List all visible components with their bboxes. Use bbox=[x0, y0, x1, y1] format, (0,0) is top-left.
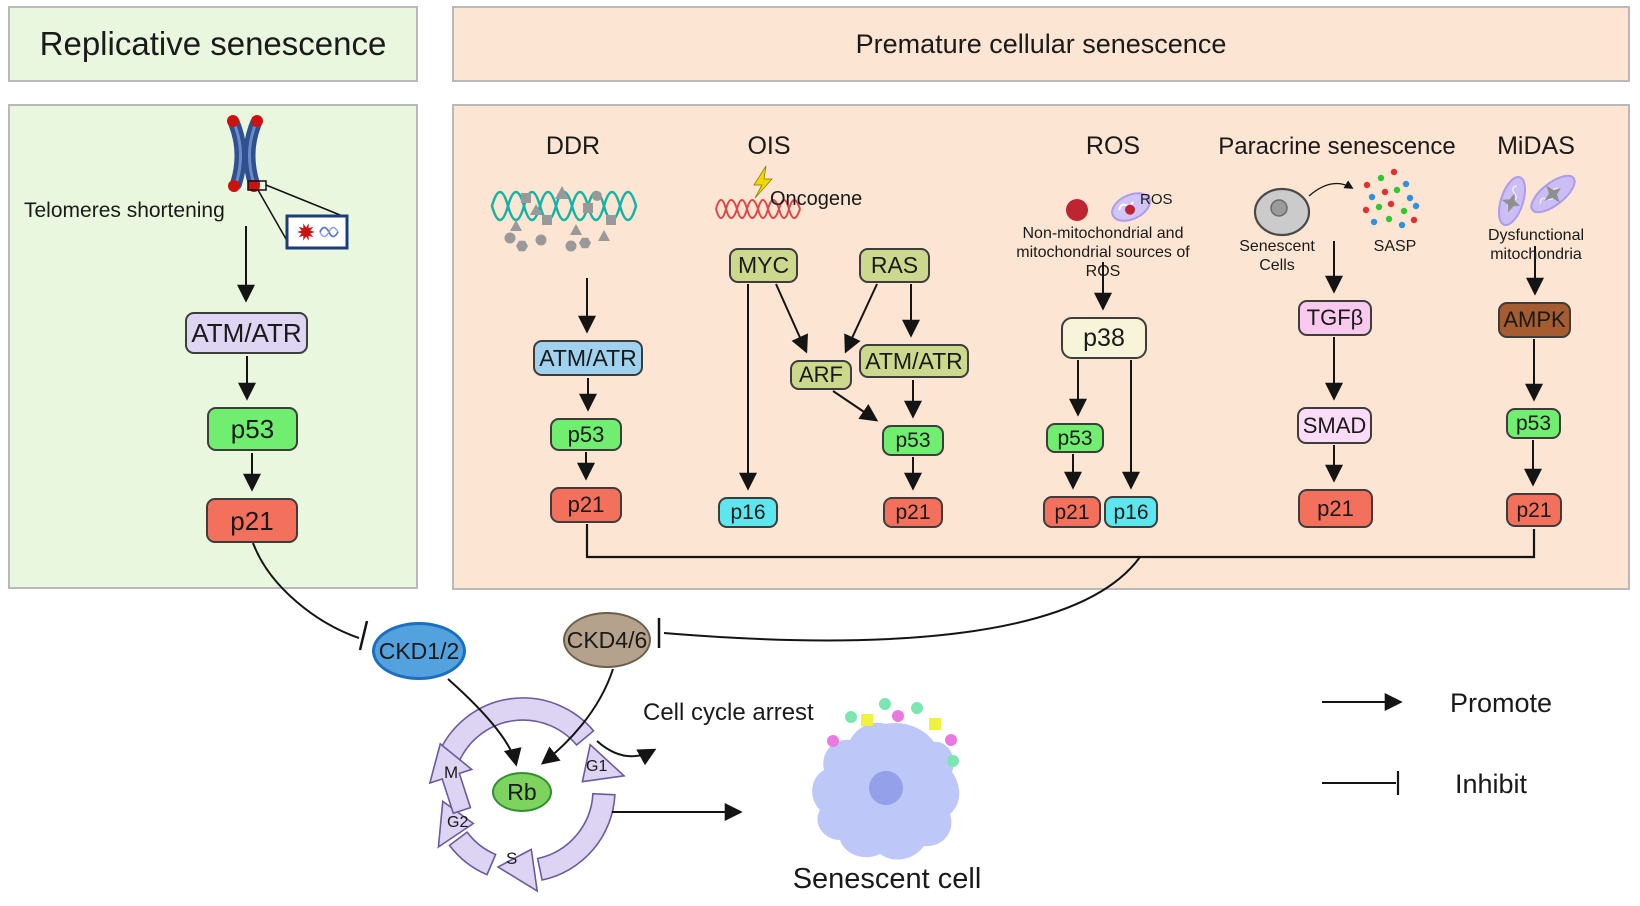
ois-p53-node: p53 bbox=[882, 425, 944, 456]
secreted-factor-dots bbox=[827, 698, 959, 767]
ampk-node: AMPK bbox=[1498, 302, 1571, 338]
phase-g1-label: G1 bbox=[586, 758, 608, 775]
senescent-cell-label: Senescent cell bbox=[792, 863, 982, 895]
senescent-cell-blob bbox=[812, 698, 960, 860]
ois-p16-node: p16 bbox=[718, 497, 778, 528]
smad-node: SMAD bbox=[1297, 407, 1372, 444]
ckd12-node: CKD1/2 bbox=[372, 622, 466, 680]
ois-p21-node: p21 bbox=[883, 497, 943, 528]
ros-p21-node: p21 bbox=[1043, 496, 1101, 528]
senescent-cells-label: Senescent Cells bbox=[1239, 238, 1315, 275]
legend-promote-label: Promote bbox=[1450, 688, 1553, 718]
rep-atm-atr-node: ATM/ATR bbox=[185, 312, 308, 354]
phase-s-label: S bbox=[506, 849, 518, 868]
midas-column-title: MiDAS bbox=[1497, 132, 1575, 160]
rb-node: Rb bbox=[492, 772, 552, 812]
oncogene-label: Oncogene bbox=[770, 188, 863, 210]
arrow-cycle-to-arrest bbox=[596, 740, 657, 766]
myc-node: MYC bbox=[729, 248, 798, 283]
phase-m-label: M bbox=[444, 763, 459, 782]
ddr-atm-atr-node: ATM/ATR bbox=[533, 340, 643, 376]
sasp-label: SASP bbox=[1373, 238, 1417, 255]
arrow-ckd12-to-rb bbox=[447, 678, 522, 767]
cycle-arc-bottom bbox=[448, 830, 497, 876]
dysfunctional-mitochondria-label: Dysfunctional mitochondria bbox=[1487, 227, 1585, 264]
cycle-s-arrowhead bbox=[496, 848, 539, 893]
p38-node: p38 bbox=[1061, 317, 1147, 359]
rep-p53-node: p53 bbox=[207, 407, 298, 451]
ros-small-label: ROS bbox=[1140, 191, 1173, 208]
cycle-arc-right bbox=[536, 792, 616, 881]
premature-title: Premature cellular senescence bbox=[855, 28, 1227, 59]
ros-p53-node: p53 bbox=[1046, 423, 1104, 453]
arf-node: ARF bbox=[790, 360, 852, 390]
ddr-p53-node: p53 bbox=[550, 418, 622, 451]
premature-panel bbox=[452, 104, 1630, 590]
paracrine-p21-node: p21 bbox=[1298, 489, 1373, 528]
ros-sources-label: Non-mitochondrial and mitochondrial sour… bbox=[1016, 225, 1190, 281]
rep-p21-node: p21 bbox=[206, 498, 298, 543]
premature-header-panel: Premature cellular senescence bbox=[452, 6, 1630, 82]
ros-column-title: ROS bbox=[1085, 132, 1141, 160]
legend-icons bbox=[1322, 693, 1403, 795]
midas-p53-node: p53 bbox=[1506, 408, 1561, 439]
arrow-ckd46-to-rb bbox=[540, 668, 614, 765]
legend-inhibit-label: Inhibit bbox=[1455, 769, 1528, 799]
replicative-header-panel: Replicative senescence bbox=[8, 6, 418, 82]
replicative-title: Replicative senescence bbox=[39, 25, 387, 62]
telomeres-shortening-label: Telomeres shortening bbox=[24, 199, 225, 222]
phase-g2-label: G2 bbox=[447, 814, 469, 831]
paracrine-column-title: Paracrine senescence bbox=[1218, 133, 1456, 160]
ddr-p21-node: p21 bbox=[550, 487, 622, 523]
cell-cycle-arrest-label: Cell cycle arrest bbox=[643, 699, 814, 726]
cycle-arc-top bbox=[438, 697, 595, 762]
ddr-column-title: DDR bbox=[545, 132, 601, 160]
ras-node: RAS bbox=[859, 248, 930, 283]
ois-column-title: OIS bbox=[747, 132, 791, 160]
midas-p21-node: p21 bbox=[1506, 493, 1562, 527]
ros-p16-node: p16 bbox=[1104, 496, 1158, 528]
ckd46-node: CKD4/6 bbox=[563, 612, 651, 668]
inhibit-bar-ckd12 bbox=[358, 620, 369, 651]
ois-atm-atr-node: ATM/ATR bbox=[859, 344, 969, 378]
tgfb-node: TGFβ bbox=[1298, 300, 1372, 336]
